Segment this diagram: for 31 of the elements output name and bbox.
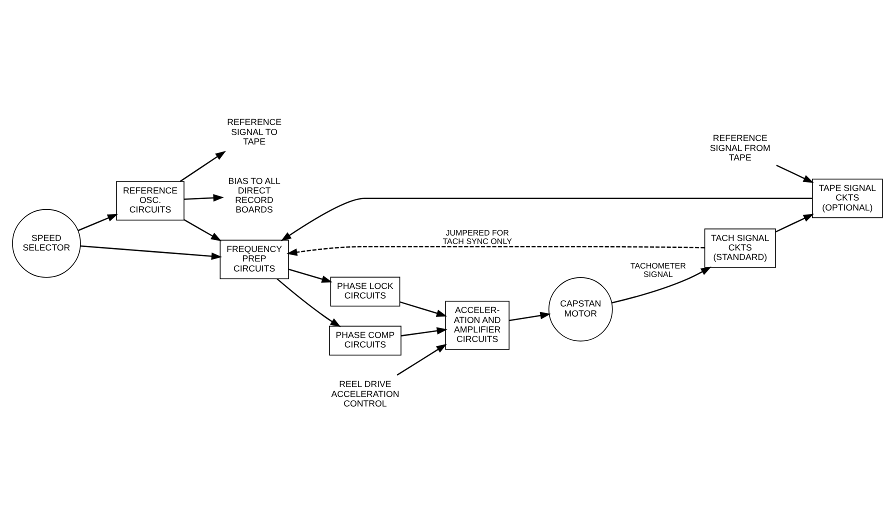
arrow [276,278,341,328]
node-box: FREQUENCY PREP CIRCUITS [220,240,289,280]
node-text: REEL DRIVE ACCELERATION CONTROL [331,379,400,408]
node-text: BIAS TO ALL DIRECT RECORD BOARDS [228,176,280,215]
node-circle: CAPSTAN MOTOR [548,277,613,342]
edge-label: JUMPERED FOR TACH SYNC ONLY [442,228,512,246]
node-text: REFERENCE SIGNAL TO TAPE [227,117,282,146]
arrow [280,198,812,242]
arrow [509,312,551,322]
arrow [80,245,222,260]
arrow [612,266,712,304]
arrow [78,214,118,232]
arrow [184,194,224,202]
arrow [288,268,332,283]
arrow [286,246,705,256]
arrow [400,301,448,317]
arrow [775,214,814,232]
arrow [400,327,448,336]
arrow [180,150,226,182]
arrow [396,344,447,376]
node-text: REFERENCE SIGNAL FROM TAPE [710,133,770,162]
node-box: ACCELER- ATION AND AMPLIFIER CIRCUITS [445,300,510,350]
arrow [184,219,222,242]
node-box: TAPE SIGNAL CKTS (OPTIONAL) [812,178,883,218]
node-box: REFERENCE OSC. CIRCUITS [116,181,184,220]
node-circle: SPEED SELECTOR [12,209,81,278]
node-box: PHASE LOCK CIRCUITS [330,276,400,306]
node-box: PHASE COMP CIRCUITS [329,326,402,356]
node-box: TACH SIGNAL CKTS (STANDARD) [704,228,776,268]
arrow [776,164,814,183]
edge-label: TACHOMETER SIGNAL [630,261,686,280]
